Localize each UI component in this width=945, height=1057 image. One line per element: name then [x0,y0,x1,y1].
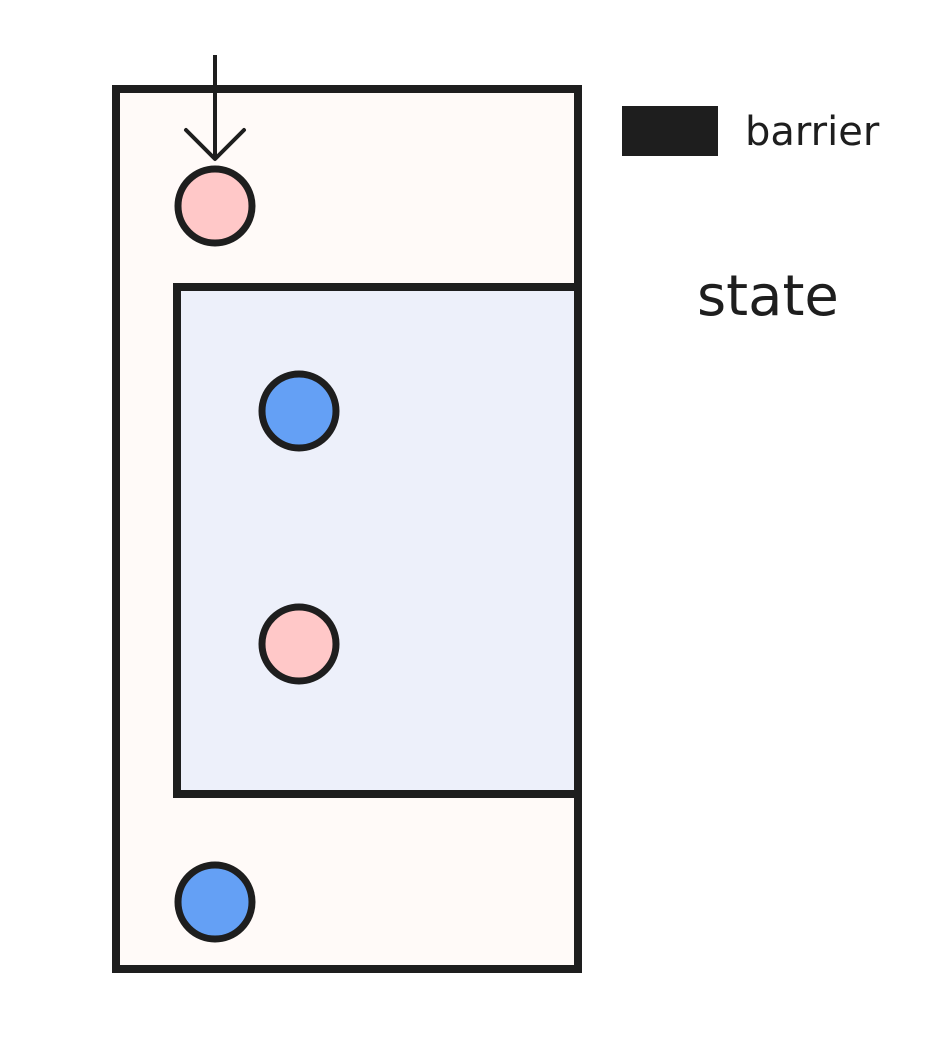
legend: barrier [622,106,880,156]
inner-state-box [173,283,582,798]
barrier-swatch [622,106,718,156]
pink-node-top [174,165,256,247]
blue-node-bottom [174,861,256,943]
blue-node-inner-top [258,370,340,452]
pink-node-inner-bottom [258,603,340,685]
state-label: state [697,264,839,329]
entry-arrow [184,55,246,161]
arrow-head [184,128,246,161]
legend-label: barrier [745,109,880,155]
